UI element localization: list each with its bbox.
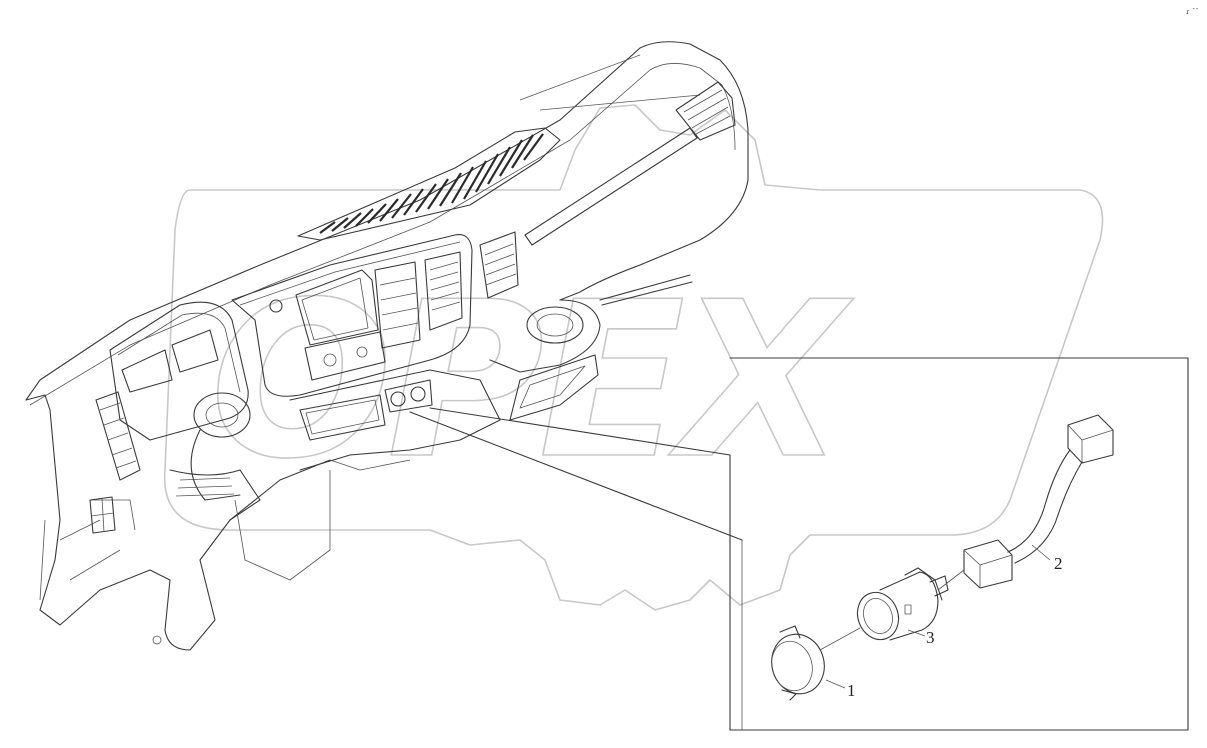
cup-holder: [526, 306, 584, 344]
part-cap: [771, 625, 861, 701]
leader-line-upper: [429, 407, 731, 456]
part-socket-body: [856, 567, 965, 641]
infotainment-screen: [295, 269, 379, 346]
defrost-vent-outline: [297, 127, 561, 241]
callout-1: 1: [847, 681, 856, 700]
callout-2: 2: [1054, 554, 1063, 573]
dashboard-assembly: [25, 41, 749, 651]
detail-frame: [729, 357, 1189, 731]
defrost-vent-slats: [319, 133, 544, 234]
watermark-gear-outline: [163, 104, 1104, 611]
callout-3: 3: [926, 628, 935, 647]
instrument-cluster-hood: [109, 301, 249, 441]
detail-callout: [409, 357, 1189, 731]
connector-lower: [963, 539, 1013, 589]
connector-upper: [1067, 414, 1114, 464]
corner-mark: ɾ ˉˉ: [1186, 8, 1199, 16]
center-stack-bezel: [231, 234, 473, 397]
side-vent-left: [95, 391, 141, 481]
dashboard-top-shell: [25, 41, 749, 401]
leader-line-lower: [409, 411, 743, 541]
part-wire-harness: [963, 414, 1114, 589]
socket-location: [390, 391, 406, 407]
side-vent-right: [675, 81, 736, 141]
steering-hub: [193, 392, 251, 438]
